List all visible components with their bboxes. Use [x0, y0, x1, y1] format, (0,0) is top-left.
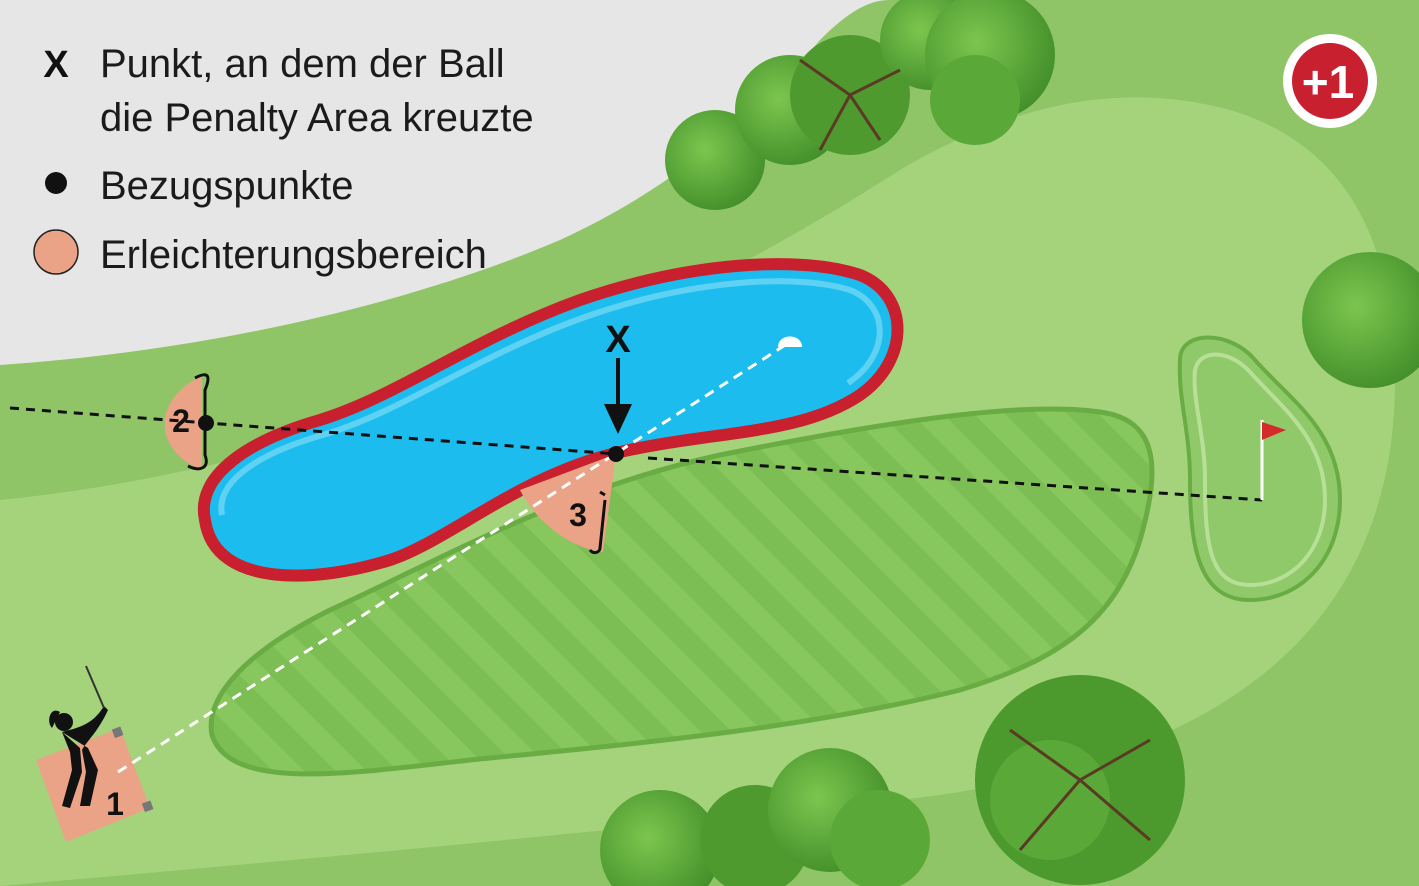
- point-number-2: 2: [172, 403, 190, 439]
- tree-icon: [930, 55, 1020, 145]
- cross-arrow-head: [604, 404, 632, 434]
- relief-area-2: [164, 375, 202, 470]
- penalty-area-water: [197, 258, 904, 582]
- water-highlight: [218, 278, 883, 516]
- point-number-3: 3: [569, 497, 587, 533]
- legend-cross-line2: die Penalty Area kreuzte: [100, 96, 534, 140]
- green: [1177, 335, 1343, 603]
- point-number-1: 1: [106, 786, 124, 822]
- legend-cross-symbol: X: [43, 44, 69, 86]
- flag-icon: [1262, 422, 1286, 440]
- legend-relief-swatch: [33, 229, 79, 275]
- golfer-silhouette-icon: [49, 665, 108, 808]
- green-collar: [1192, 352, 1328, 588]
- tree-icon: [665, 110, 765, 210]
- legend: X Punkt, an dem der Ball die Penalty Are…: [33, 42, 534, 277]
- tree-icon: [990, 740, 1110, 860]
- tree-group-right: [1302, 252, 1419, 388]
- cross-label: X: [605, 319, 631, 361]
- penalty-stroke-badge: +1: [1283, 34, 1377, 128]
- golf-ball-icon: [778, 336, 802, 347]
- legend-reference-dot: [45, 172, 67, 194]
- tree-icon: [830, 790, 930, 886]
- tree-group-bottom: [600, 675, 1185, 886]
- flag-reference-line-ext: [647, 456, 1263, 502]
- tree-icon: [1302, 252, 1419, 388]
- reference-point-3: [608, 446, 624, 462]
- fairway: [208, 406, 1155, 777]
- flag-reference-line: [9, 406, 617, 456]
- tree-icon: [600, 790, 720, 886]
- legend-relief-label: Erleichterungsbereich: [100, 233, 487, 277]
- legend-cross-line1: Punkt, an dem der Ball: [100, 42, 505, 86]
- tree-group-top: [665, 0, 1055, 210]
- badge-text: +1: [1302, 56, 1354, 108]
- reference-point-2: [198, 415, 214, 431]
- relief-area-3: [520, 454, 616, 552]
- legend-reference-label: Bezugspunkte: [100, 164, 354, 208]
- ball-flight-line: [117, 340, 791, 774]
